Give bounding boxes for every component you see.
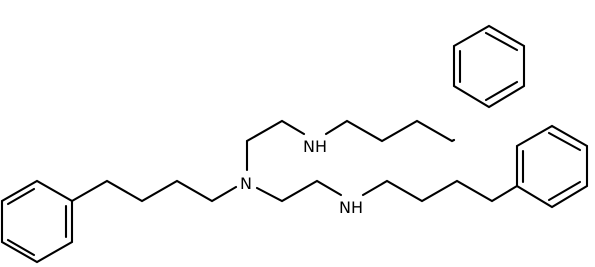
lower-butyl-chain: [361, 179, 519, 203]
lower-phenyl-ring: [515, 124, 589, 209]
upper-amine-label: NH: [303, 137, 327, 156]
upper-ethyl-chain: [245, 119, 306, 172]
left-butyl-chain: [70, 179, 238, 203]
upper-butyl-chain: [324, 119, 456, 143]
upper-phenyl-ring: [452, 24, 526, 109]
left-phenyl-ring: [0, 179, 74, 264]
lower-ethyl-chain: [255, 179, 343, 203]
central-nitrogen-label: N: [240, 174, 252, 193]
lower-amine-label: NH: [339, 198, 363, 217]
